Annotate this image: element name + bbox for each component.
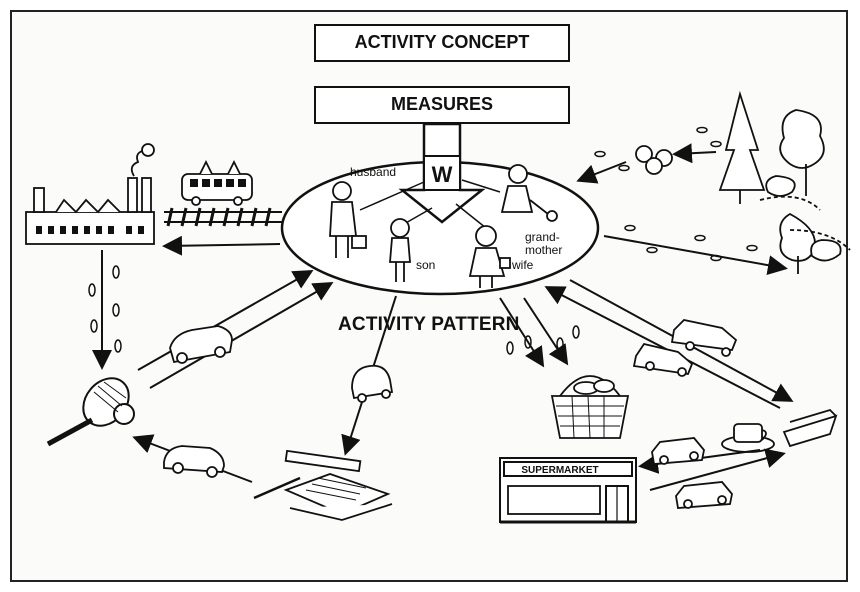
footsteps-right (594, 126, 780, 270)
car-icon-right-a (670, 319, 738, 357)
measures-arrow (398, 122, 486, 224)
footsteps-left (88, 265, 122, 353)
car-icon-left (169, 325, 233, 364)
tram-icon (181, 159, 253, 206)
coffee-cake-icon (721, 408, 838, 453)
measures-box: MEASURES (314, 86, 570, 124)
car-icon-supermarket-b (675, 481, 733, 509)
arrow-trees-to-fruit (672, 143, 717, 164)
arrow-tennis-to-ellipse-a (137, 270, 314, 371)
book-icon (253, 449, 393, 521)
basket-icon (550, 375, 630, 439)
car-icon-supermarket-a (651, 437, 705, 465)
arrow-to-factory (162, 235, 281, 256)
measures-arrow-letter: W (432, 162, 453, 187)
wife-label: wife (512, 258, 534, 272)
grandmother-label-line1: grand- (525, 230, 560, 244)
arrow-ellipse-to-basket-b (523, 297, 569, 366)
husband-label: husband (350, 165, 397, 179)
supermarket-icon (499, 457, 637, 524)
arrow-fruit-to-ellipse (576, 161, 627, 184)
grandmother-label-line2: mother (525, 243, 563, 257)
activity-concept-box: ACTIVITY CONCEPT (314, 24, 570, 62)
tennis-racket-icon (46, 377, 135, 447)
car-icon-right-b (632, 342, 694, 377)
arrow-ellipse-to-trees (603, 235, 788, 276)
grandmother-figure (500, 164, 558, 222)
husband-figure (329, 181, 367, 258)
factory-icon (25, 143, 155, 245)
fruit-icon (635, 145, 673, 175)
rail-tracks (164, 207, 282, 227)
wife-figure (468, 225, 511, 288)
activity-pattern-label: ACTIVITY PATTERN (338, 314, 520, 335)
son-label: son (416, 258, 436, 272)
household-links (359, 179, 501, 229)
car-icon-middle (351, 364, 394, 403)
arrow-ellipse-to-basket-a (499, 297, 545, 368)
arrow-supermarket-to-cake (649, 448, 786, 491)
supermarket-sign: SUPERMARKET (521, 465, 598, 476)
footsteps-basket (506, 325, 580, 355)
car-icon-bottom-left (163, 445, 225, 478)
trees-icon (718, 90, 851, 274)
arrow-tennis-to-ellipse-b (149, 281, 334, 389)
son-figure (389, 218, 411, 282)
